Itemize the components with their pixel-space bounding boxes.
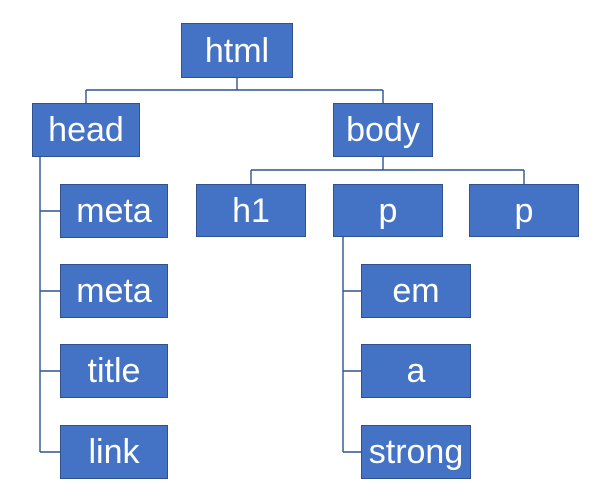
node-body: body [333,103,433,157]
node-p: p [333,184,443,237]
node-a: a [361,344,471,398]
node-meta: meta [60,184,168,238]
node-h1: h1 [196,184,306,237]
node-title: title [60,344,168,398]
node-strong: strong [361,425,471,479]
node-em: em [361,264,471,318]
node-meta: meta [60,264,168,318]
node-link: link [60,425,168,479]
node-p: p [469,184,579,237]
node-head: head [32,103,140,157]
node-html: html [181,23,293,78]
